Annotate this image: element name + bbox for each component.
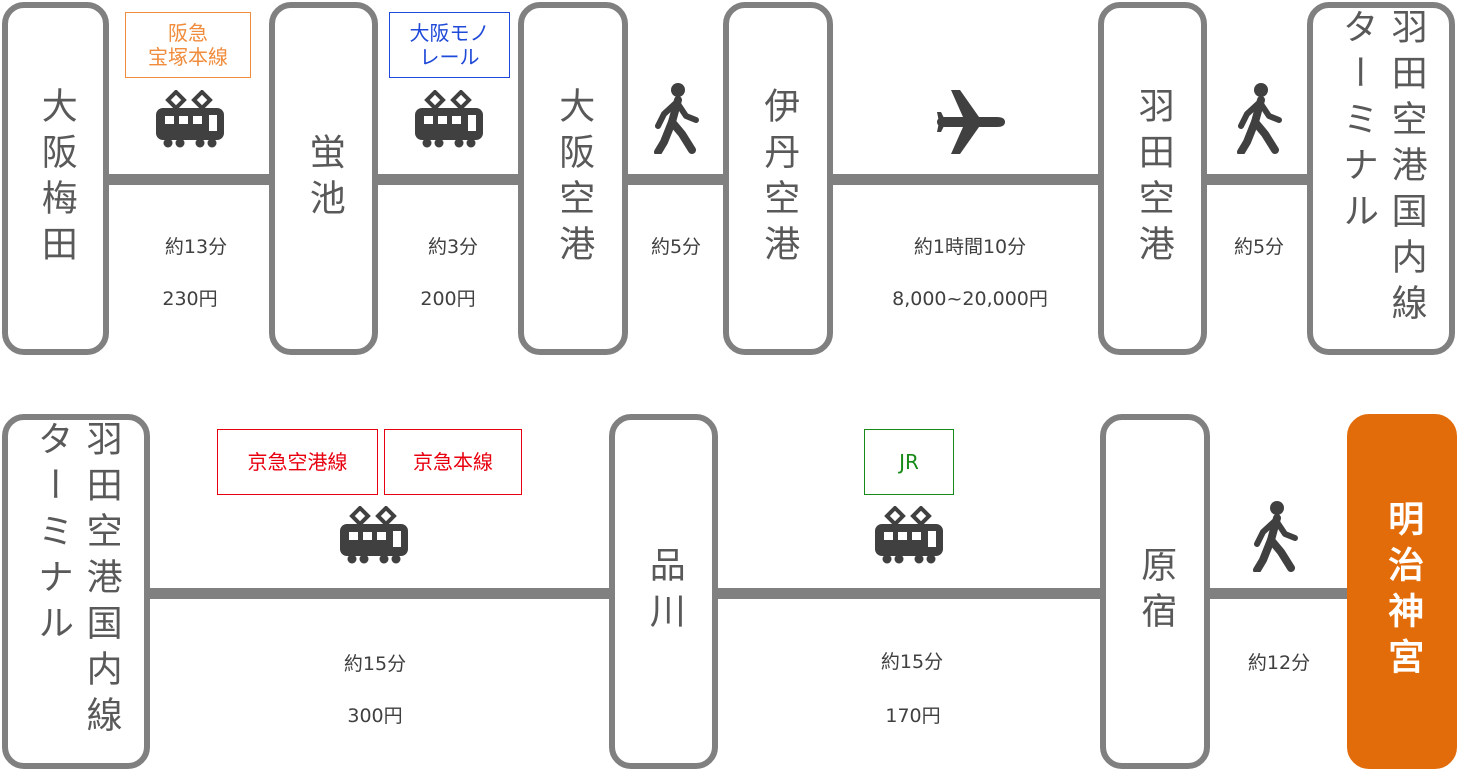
travel-time: 約13分 <box>164 236 228 258</box>
plane-icon <box>935 86 1007 158</box>
travel-time: 約12分 <box>1247 652 1311 674</box>
station-name: 羽田空港国内線ターミナル <box>32 420 122 742</box>
station-name: 蛍池 <box>303 132 345 225</box>
fare: 300円 <box>347 705 403 727</box>
station-name: 大阪空港 <box>553 86 595 271</box>
walk-icon <box>1249 500 1299 572</box>
train-icon <box>154 90 226 148</box>
fare: 8,000~20,000円 <box>892 288 1048 310</box>
line-badge-keikyu-main: 京急本線 <box>384 429 522 495</box>
train-icon <box>413 90 485 148</box>
station-name: 原宿 <box>1135 545 1177 638</box>
station-name: 大阪梅田 <box>35 86 77 271</box>
line-badge-hankyu: 阪急 宝塚本線 <box>125 12 251 78</box>
station-haneda-domestic-terminal: 羽田空港国内線ターミナル <box>2 414 150 769</box>
destination-name: 明治神宮 <box>1382 499 1424 684</box>
station-itami-airport: 伊丹空港 <box>723 2 833 355</box>
route-line <box>829 174 1102 185</box>
route-line <box>374 174 522 185</box>
station-haneda-airport: 羽田空港 <box>1098 2 1207 355</box>
station-name: 品川 <box>643 545 685 638</box>
travel-time: 約15分 <box>880 651 944 673</box>
line-badge-keikyu-airport: 京急空港線 <box>217 429 378 495</box>
travel-time: 約5分 <box>1233 236 1285 258</box>
fare: 200円 <box>420 288 476 310</box>
station-osaka-airport: 大阪空港 <box>518 2 628 355</box>
station-harajuku: 原宿 <box>1100 414 1210 769</box>
line-badge-jr: JR <box>864 429 954 495</box>
train-icon <box>338 506 410 564</box>
station-name: 羽田空港国内線ターミナル <box>1337 8 1427 330</box>
destination-meiji-jingu: 明治神宮 <box>1347 414 1457 769</box>
station-haneda-domestic-terminal: 羽田空港国内線ターミナル <box>1307 2 1455 355</box>
walk-icon <box>650 82 700 154</box>
travel-time: 約15分 <box>343 653 407 675</box>
train-icon <box>873 506 945 564</box>
travel-time: 約1時間10分 <box>913 236 1027 258</box>
station-name: 羽田空港 <box>1132 86 1174 271</box>
travel-time: 約3分 <box>427 236 479 258</box>
fare: 170円 <box>885 705 941 727</box>
fare: 230円 <box>162 288 218 310</box>
route-line <box>714 588 1104 599</box>
route-line <box>624 174 727 185</box>
route-line <box>1203 174 1311 185</box>
route-line <box>146 588 613 599</box>
station-osaka-umeda: 大阪梅田 <box>2 2 109 355</box>
station-hotarugaike: 蛍池 <box>269 2 378 355</box>
route-line <box>105 174 273 185</box>
station-name: 伊丹空港 <box>758 86 800 271</box>
station-shinagawa: 品川 <box>609 414 718 769</box>
route-line <box>1206 588 1352 599</box>
travel-time: 約5分 <box>650 236 702 258</box>
line-badge-osaka-monorail: 大阪モノ レール <box>389 12 510 78</box>
walk-icon <box>1233 82 1283 154</box>
